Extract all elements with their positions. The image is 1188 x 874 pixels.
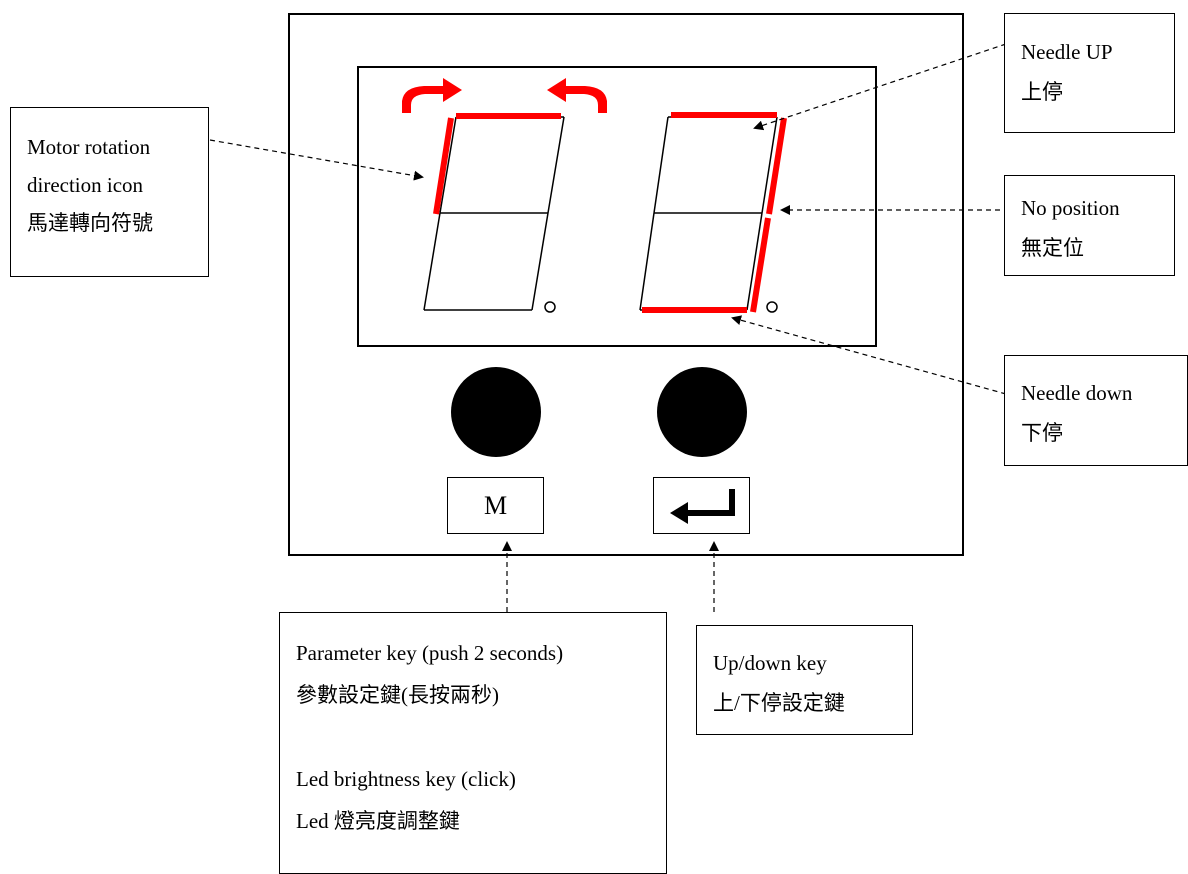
leader-motor-rotation (209, 139, 424, 181)
needle-down-annotation: Needle down 下停 (1004, 355, 1188, 466)
led-display-window (357, 66, 877, 347)
digit-1-decimal-point (544, 301, 556, 313)
m-key[interactable]: M (447, 477, 544, 534)
no-position-line-2: 無定位 (1021, 236, 1084, 260)
digit-2-segment-b (761, 116, 778, 214)
digit-1-segment-e (423, 212, 441, 311)
parameter-key-line-3: Led brightness key (click) (296, 767, 516, 791)
motor-rotation-line-1: Motor rotation (27, 135, 151, 159)
motor-rotation-line-3: 馬達轉向符號 (27, 211, 153, 235)
updown-key-annotation: Up/down key 上/下停設定鍵 (696, 625, 913, 735)
parameter-key-spacer (296, 716, 650, 758)
leader-needle-down (731, 315, 1007, 395)
no-position-line-1: No position (1021, 196, 1120, 220)
needle-up-line-1: Needle UP (1021, 40, 1113, 64)
digit-2-segment-c (746, 212, 763, 311)
digit-1-segment-f (439, 116, 457, 214)
digit-1-segment-c (531, 212, 549, 311)
no-position-annotation: No position 無定位 (1004, 175, 1175, 276)
m-button-knob[interactable] (451, 367, 541, 457)
digit-1-lit-segment-f (433, 117, 454, 215)
updown-key-line-2: 上/下停設定鍵 (713, 691, 845, 715)
motor-rotation-annotation: Motor rotation direction icon 馬達轉向符號 (10, 107, 209, 277)
needle-down-line-2: 下停 (1021, 421, 1063, 445)
digit-2-decimal-point (766, 301, 778, 313)
digit-2-segment-f (653, 116, 669, 214)
motor-cw-arrow-icon (402, 78, 462, 113)
digit-1-segment-b (547, 116, 565, 214)
enter-arrow-icon (669, 488, 735, 524)
updown-key-line-1: Up/down key (713, 651, 827, 675)
m-key-label: M (483, 490, 508, 520)
leader-needle-up (753, 43, 1007, 131)
updown-key[interactable] (653, 477, 750, 534)
needle-up-line-2: 上停 (1021, 80, 1063, 104)
digit-2-lit-segment-b (766, 117, 787, 215)
parameter-key-annotation: Parameter key (push 2 seconds) 參數設定鍵(長按兩… (279, 612, 667, 874)
digit-2-segment-e (639, 212, 655, 311)
motor-rotation-line-2: direction icon (27, 173, 144, 197)
needle-up-annotation: Needle UP 上停 (1004, 13, 1175, 133)
parameter-key-line-1: Parameter key (push 2 seconds) (296, 641, 564, 665)
motor-ccw-arrow-icon (547, 78, 607, 113)
digit-2-lit-segment-c (750, 217, 771, 313)
parameter-key-line-4: Led 燈亮度調整鍵 (296, 809, 460, 833)
enter-button-knob[interactable] (657, 367, 747, 457)
parameter-key-line-2: 參數設定鍵(長按兩秒) (296, 683, 499, 707)
needle-down-line-1: Needle down (1021, 381, 1133, 405)
